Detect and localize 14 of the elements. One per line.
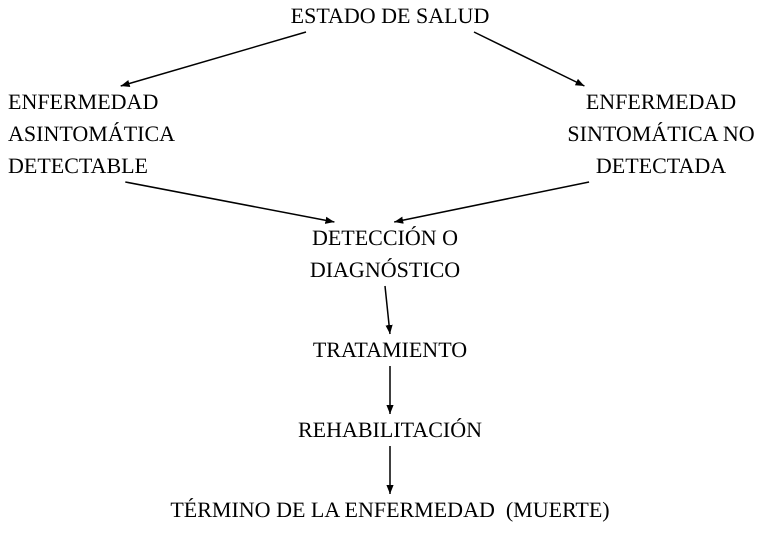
node-text: ENFERMEDAD ASINTOMÁTICA DETECTABLE bbox=[8, 86, 238, 182]
node-text: TRATAMIENTO bbox=[290, 334, 490, 366]
arrow bbox=[394, 181, 590, 224]
arrow bbox=[386, 366, 394, 414]
node-text: TÉRMINO DE LA ENFERMEDAD (MUERTE) bbox=[60, 494, 720, 526]
arrow bbox=[120, 31, 306, 87]
arrow bbox=[386, 446, 394, 494]
arrow bbox=[384, 286, 393, 334]
node-text: ESTADO DE SALUD bbox=[240, 0, 540, 32]
node-text: REHABILITACIÓN bbox=[290, 414, 490, 446]
node-text: DETECCIÓN O DIAGNÓSTICO bbox=[270, 222, 500, 286]
arrow bbox=[474, 31, 585, 87]
node-text: ENFERMEDAD SINTOMÁTICA NO DETECTADA bbox=[545, 86, 777, 182]
arrow bbox=[125, 181, 335, 224]
